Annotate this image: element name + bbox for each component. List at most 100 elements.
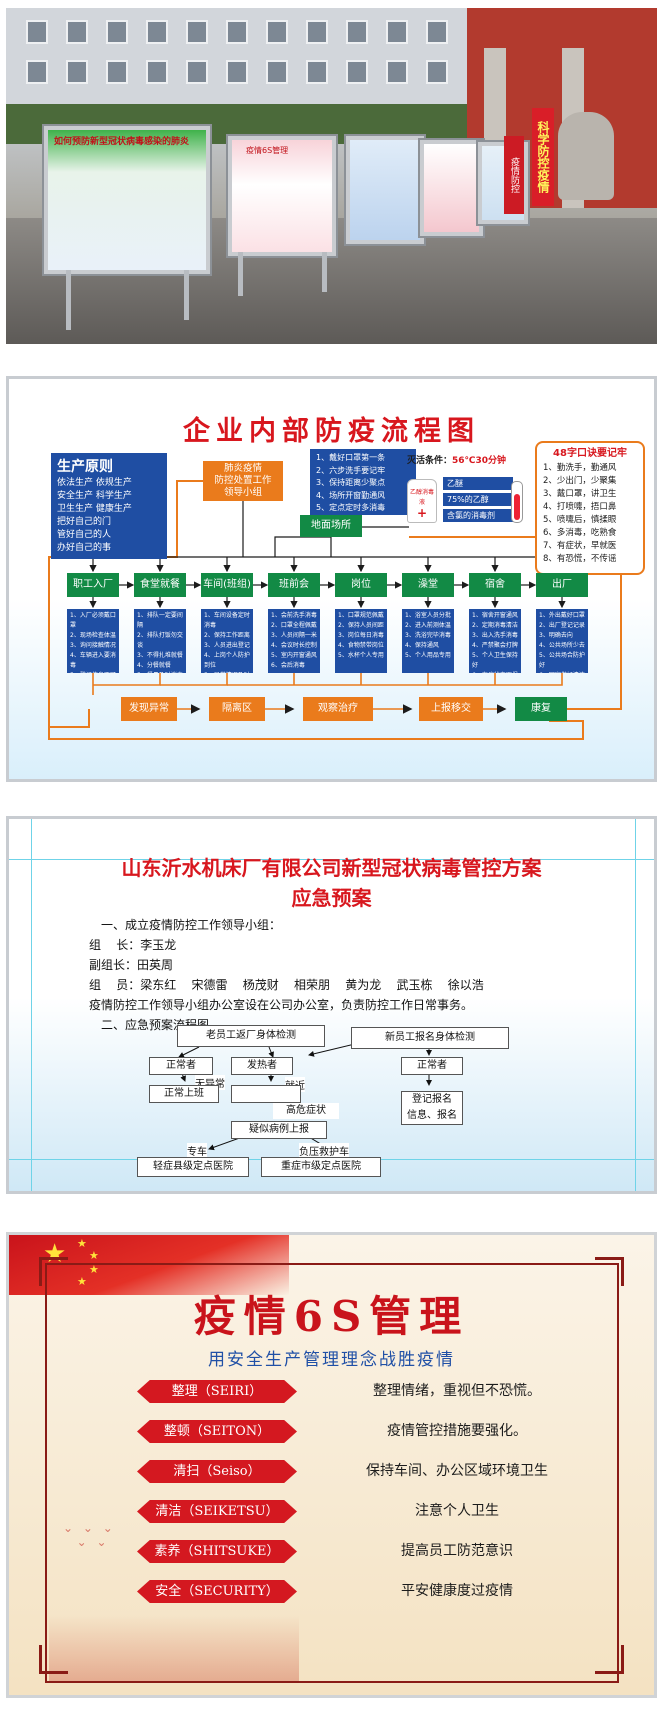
org-line: 肺炎疫情 (223, 463, 262, 474)
thermometer-icon (511, 481, 523, 523)
tip-line: 1、勤洗手，勤通风 (543, 463, 617, 473)
stage-list-item: 3、洗浴完毕消毒 (405, 632, 451, 639)
stage-list-item: 2、口罩全程佩戴 (271, 622, 317, 629)
register-line: 信息、报名 (407, 1110, 457, 1121)
stage-box: 宿舍 (469, 573, 521, 597)
poster-1-title: 如何预防新型冠状病毒感染的肺炎 (54, 137, 190, 147)
tip-line: 6、多消毒，吃熟食 (543, 528, 617, 538)
emergency-plan-panel: 山东沂水机床厂有限公司新型冠状病毒管控方案 应急预案 一、成立疫情防控工作领导小… (6, 816, 657, 1194)
ambulance-label: 负压救护车 (299, 1143, 349, 1158)
chem-item: 乙醚 (443, 477, 513, 490)
stage-list-item: 5、室内开窗通风 (271, 652, 317, 659)
principle-line: 办好自己的事 (57, 543, 112, 553)
leader-line: 组 长：李玉龙 (89, 938, 177, 952)
vehicle-label: 专车 (187, 1143, 207, 1158)
register-box: 登记报名 信息、报名 (401, 1091, 463, 1125)
stage-list-item: 3、询问接触情况 (70, 642, 116, 649)
leadership-group-box: 肺炎疫情 防控处置工作 领导小组 (203, 461, 283, 501)
principles-box: 生产原则 依法生产 依规生产 安全生产 科学生产 卫生生产 健康生产 把好自己的… (51, 453, 167, 559)
six-s-tag: 清洁（SEIKETSU） (137, 1500, 297, 1523)
star-icon: ★ (77, 1237, 87, 1250)
plan-body: 一、成立疫情防控工作领导小组： 组 长：李玉龙 副组长：田英周 组 员：梁东红 … (89, 915, 484, 1035)
six-s-desc: 疫情管控措施要强化。 (387, 1423, 527, 1439)
six-s-tag: 安全（SECURITY） (137, 1580, 297, 1603)
org-line: 防控处置工作 (214, 475, 272, 486)
principle-line: 安全生产 科学生产 (57, 491, 132, 501)
star-icon: ★ (89, 1263, 99, 1276)
poster-board-4 (420, 140, 483, 236)
side-banner: 疫情防控 (504, 136, 524, 214)
stage-list: 1、入厂必须戴口罩2、现场检查体温3、询问接触情况4、车辆进入要消毒5、登记信息… (67, 609, 119, 673)
six-s-panel: ★ ★ ★ ★ ★ ⌄ ⌄ ⌄ ⌄ ⌄ 疫情6S管理 用安全生产管理理念战胜疫情… (6, 1232, 657, 1698)
stage-list: 1、车间设备定时消毒2、保持工作距离3、人员进出登记4、上岗个人防护到位5、异常… (201, 609, 253, 673)
poster-board-1: 如何预防新型冠状病毒感染的肺炎 (44, 126, 210, 274)
office-line: 疫情防控工作领导小组办公室设在公司办公室，负责防控工作日常事务。 (89, 998, 474, 1012)
poster-board-2: 疫情6S管理 (228, 136, 336, 256)
chem-item: 含氯的消毒剂 (443, 509, 513, 522)
stage-list-item: 2、进入前测体温 (405, 622, 451, 629)
stone-lion (558, 112, 614, 200)
building (6, 8, 476, 118)
observation-box: 观察治疗 (303, 697, 373, 721)
plan-title-line: 山东沂水机床厂有限公司新型冠状病毒管控方案 (121, 856, 542, 880)
stage-box: 班前会 (268, 573, 320, 597)
abnormal-found-box: 发现异常 (121, 697, 177, 721)
members-line: 组 员：梁东红 宋德雷 杨茂财 相荣朋 黄为龙 武玉栋 徐以浩 (89, 978, 484, 992)
plan-flow-connectors (178, 1036, 432, 1151)
inactivation-label: 灭活条件： (407, 456, 453, 466)
normal-work-box: 正常上班 (149, 1085, 219, 1103)
star-icon: ★ (77, 1275, 87, 1288)
stage-list-item: 1、排队一定要间隔 (137, 612, 183, 629)
six-s-subtitle: 用安全生产管理理念战胜疫情 (208, 1350, 455, 1370)
stage-list-item: 1、外出戴好口罩 (539, 612, 585, 619)
stage-list-item: 3、人员间隔一米 (271, 632, 317, 639)
stage-list-item: 1、宿舍开窗通风 (472, 612, 518, 619)
rule-line: 5、定点定时多消毒 (316, 503, 386, 512)
disinfectant-bottle-icon: 乙醇消毒液+ (407, 479, 437, 523)
org-line: 领导小组 (223, 487, 262, 498)
stage-box: 澡堂 (402, 573, 454, 597)
stage-list-item: 6、有症状立即报告 (472, 671, 518, 673)
stage-list-item: 2、出厂登记记录 (539, 622, 585, 629)
six-s-title: 疫情6S管理 (193, 1292, 470, 1341)
stage-list-item: 3、人员进出登记 (204, 642, 250, 649)
photo-panel: 如何预防新型冠状病毒感染的肺炎 疫情6S管理 疫情防控 科学防控疫情 (6, 8, 657, 344)
stage-box: 职工入厂 (67, 573, 119, 597)
stage-list-item: 3、出入洗手消毒 (472, 632, 518, 639)
high-risk-label: 高危症状 (273, 1103, 339, 1119)
stage-list-item: 3、明确去向 (539, 632, 573, 639)
rules-box: 1、戴好口罩第一条 2、六步洗手要记牢 3、保持距离少聚点 4、场所开窗勤通风 … (310, 449, 416, 515)
stage-list-item: 4、食物禁带岗位 (338, 642, 384, 649)
bottle-label: 乙醇消毒液 (409, 489, 434, 506)
stage-list-item: 4、会议时长控制 (271, 642, 317, 649)
plan-title: 山东沂水机床厂有限公司新型冠状病毒管控方案 应急预案 (9, 853, 654, 913)
disinfection-panel: 灭活条件：56℃30分钟 乙醇消毒液+ 乙醚 75%的乙醇 含氯的消毒剂 (407, 453, 527, 523)
six-s-desc: 保持车间、办公区域环境卫生 (366, 1463, 548, 1479)
stage-list: 1、排队一定要间隔2、排队打饭勿交谈3、不得扎堆就餐4、分餐就餐5、餐具及时消毒… (134, 609, 186, 673)
rule-line: 1、戴好口罩第一条 (316, 453, 386, 462)
report-transfer-box: 上报移交 (419, 697, 483, 721)
stage-list-item: 5、公共场合防护好 (539, 652, 585, 669)
rule-line: 3、保持距离少聚点 (316, 478, 386, 487)
chem-item: 75%的乙醇 (443, 493, 513, 506)
six-s-desc: 整理情绪，重视但不恐慌。 (373, 1383, 541, 1399)
mild-hospital-box: 轻症县级定点医院 (137, 1157, 249, 1177)
six-s-desc: 注意个人卫生 (415, 1503, 499, 1519)
six-s-tag: 整顿（SEITON） (137, 1420, 297, 1443)
stage-list-item: 6、会后消毒 (271, 662, 305, 669)
recovery-box: 康复 (515, 697, 567, 721)
tip-line: 5、喷嚏后，慎揉眼 (543, 515, 617, 525)
stage-list-item: 5、餐具及时消毒 (137, 671, 183, 673)
stage-list-item: 1、口罩规范佩戴 (338, 612, 384, 619)
flowchart-panel: 企业内部防疫流程图 生产原则 依法生产 依规生产 安全生产 科学生产 卫生生产 … (6, 376, 657, 782)
principle-line: 卫生生产 健康生产 (57, 504, 132, 514)
six-s-desc: 提高员工防范意识 (401, 1543, 513, 1559)
tip-line: 7、有症状，早就医 (543, 541, 617, 551)
stage-box: 岗位 (335, 573, 387, 597)
stage-list-item: 2、保持人员间距 (338, 622, 384, 629)
star-icon: ★ (89, 1249, 99, 1262)
stage-list-item: 2、现场检查体温 (70, 632, 116, 639)
stage-list-item: 4、保持通风 (405, 642, 439, 649)
